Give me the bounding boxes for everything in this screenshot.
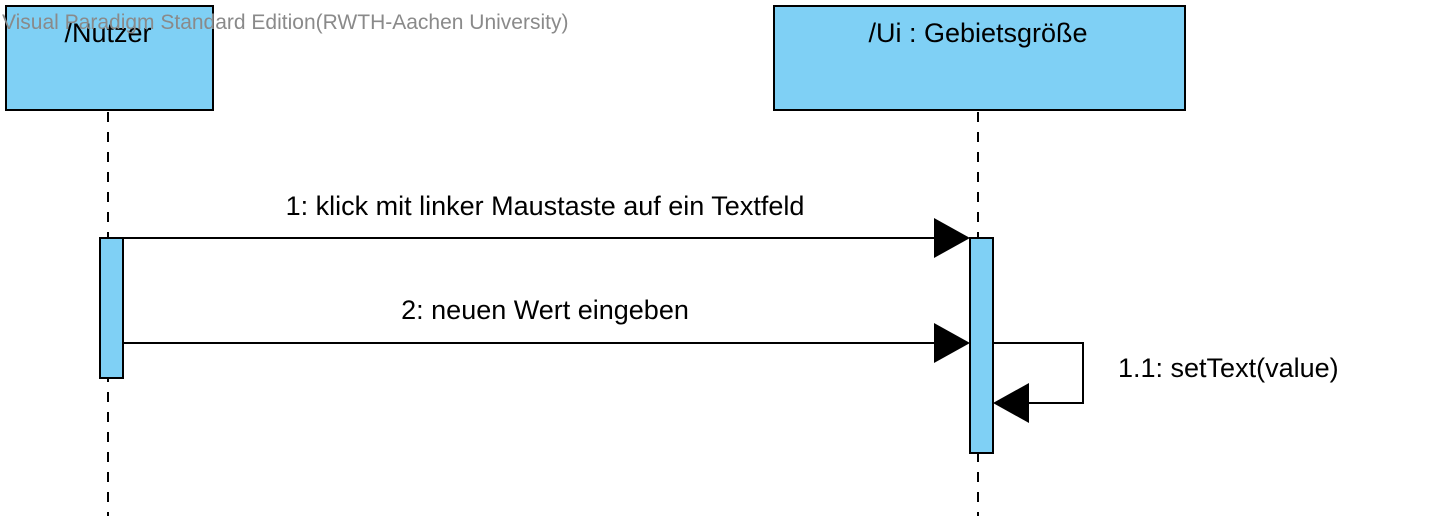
message-2-label: 2: neuen Wert eingeben — [401, 295, 689, 325]
message-1-1-arrowhead-icon — [993, 383, 1029, 423]
message-2-arrowhead-icon — [934, 323, 970, 363]
lifeline-ui-box — [773, 5, 1186, 111]
message-1-label: 1: klick mit linker Maustaste auf ein Te… — [286, 191, 805, 221]
lifeline-ui-gebietsgroesse[interactable]: /Ui : Gebietsgröße — [773, 5, 1186, 516]
message-1[interactable]: 1: klick mit linker Maustaste auf ein Te… — [123, 191, 970, 258]
message-1-arrowhead-icon — [934, 218, 970, 258]
watermark-text: Visual Paradigm Standard Edition(RWTH-Aa… — [2, 11, 568, 34]
message-1-1-line — [993, 342, 1084, 404]
lifeline-nutzer-label: /Nutzer — [64, 18, 151, 48]
lifeline-nutzer-box — [5, 5, 214, 111]
message-2[interactable]: 2: neuen Wert eingeben — [123, 295, 970, 363]
activation-bar-ui — [969, 237, 994, 454]
activation-bar-nutzer — [99, 237, 124, 379]
lifeline-nutzer[interactable]: /Nutzer — [5, 5, 214, 516]
message-1-1-self-call[interactable]: 1.1: setText(value) — [993, 342, 1339, 423]
message-1-1-label: 1.1: setText(value) — [1118, 353, 1339, 383]
lifeline-ui-label: /Ui : Gebietsgröße — [868, 18, 1087, 48]
